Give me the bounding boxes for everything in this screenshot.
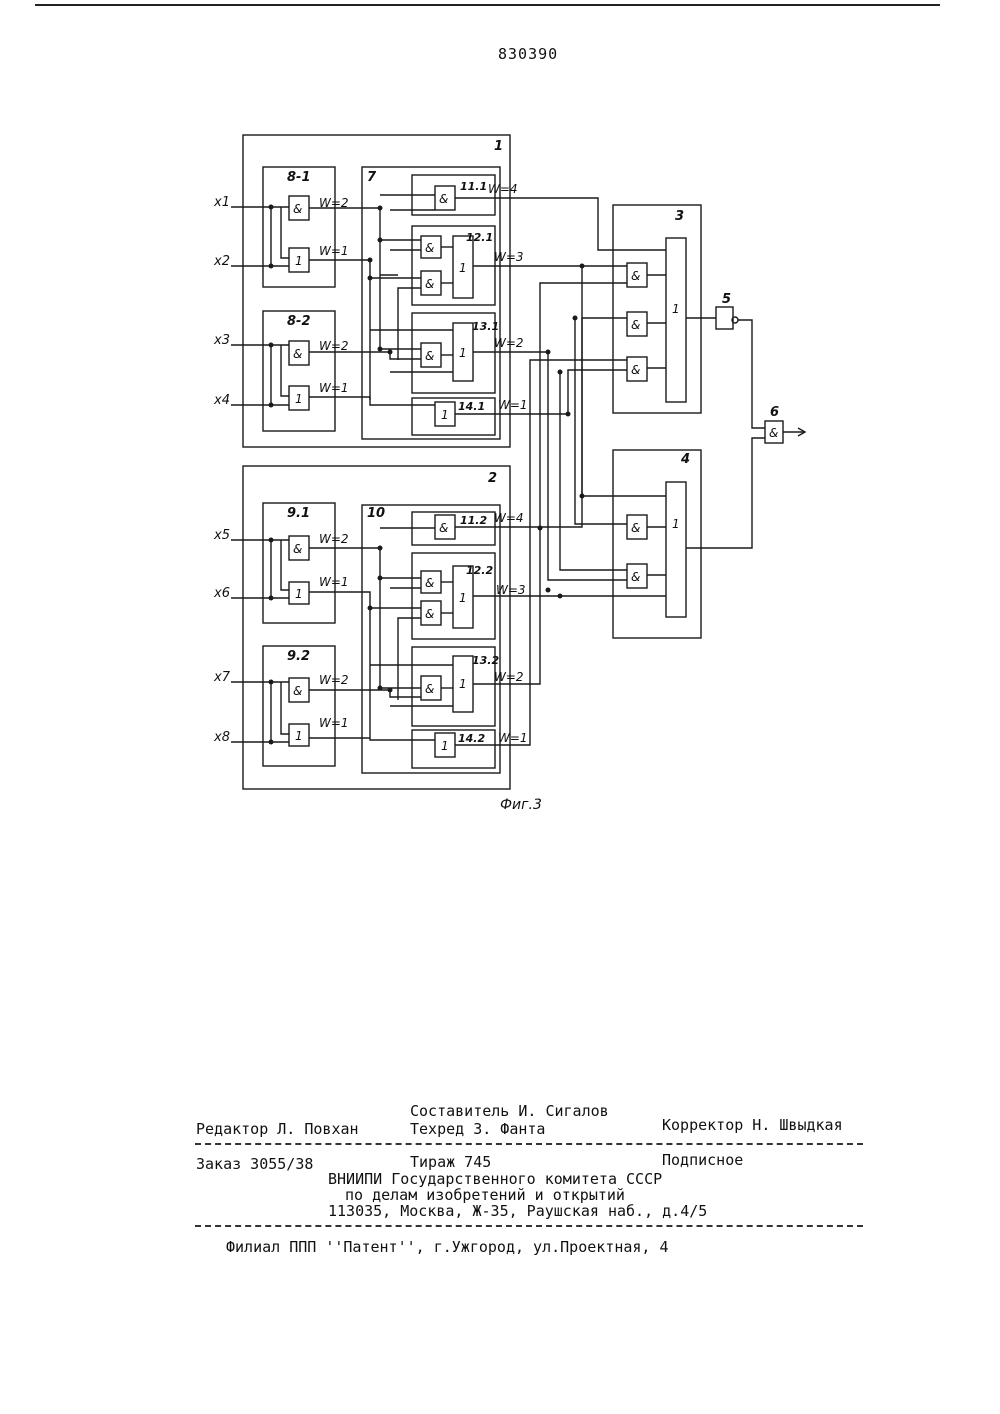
block-8-1: [263, 167, 335, 287]
and-symbol: &: [293, 202, 302, 216]
or-symbol: 1: [441, 408, 449, 422]
block-9-2: [263, 646, 335, 766]
or-symbol: 1: [672, 302, 680, 316]
or-symbol: 1: [441, 739, 449, 753]
or-symbol: 1: [459, 261, 467, 275]
label-block-1: 1: [494, 139, 503, 154]
circuit-diagram: & 1 & 1 & 1 & 1 & & & 1 & 1 1 & & & 1 & …: [0, 0, 1000, 830]
and-symbol: &: [293, 684, 302, 698]
label-block-3: 3: [675, 209, 684, 224]
weight-label: W=2: [494, 670, 524, 684]
and-symbol: &: [425, 682, 434, 696]
weight-label: W=2: [319, 196, 349, 210]
and-symbol: &: [425, 241, 434, 255]
or-symbol: 1: [295, 729, 303, 743]
label-block-12-2: 12.2: [466, 564, 493, 577]
and-symbol: &: [425, 349, 434, 363]
figure-caption: Фиг.3: [500, 797, 542, 813]
weight-label: W=3: [494, 250, 524, 264]
label-block-13-1: 13.1: [472, 320, 499, 333]
and-symbol: &: [425, 607, 434, 621]
weight-label: W=4: [494, 511, 524, 525]
weight-label: W=1: [498, 731, 528, 745]
or-symbol: 1: [672, 517, 680, 531]
label-block-14-2: 14.2: [458, 732, 485, 745]
and-symbol: &: [293, 347, 302, 361]
block-4: [613, 450, 701, 638]
block-8-2: [263, 311, 335, 431]
input-x6: x6: [213, 586, 230, 601]
weight-label: W=2: [319, 532, 349, 546]
label-block-6: 6: [770, 405, 779, 420]
and-symbol: &: [769, 426, 778, 440]
or-symbol: 1: [459, 677, 467, 691]
label-block-13-2: 13.2: [472, 654, 499, 667]
or-symbol: 1: [295, 254, 303, 268]
label-block-7: 7: [367, 170, 377, 185]
label-block-9-1: 9.1: [287, 506, 310, 521]
label-block-12-1: 12.1: [466, 231, 493, 244]
input-x1: x1: [213, 195, 230, 210]
weight-label: W=1: [319, 575, 349, 589]
branch: Филиал ППП ''Патент'', г.Ужгород, ул.Про…: [226, 1238, 669, 1256]
weight-label: W=4: [488, 182, 518, 196]
or-symbol: 1: [295, 587, 303, 601]
weight-label: W=2: [319, 339, 349, 353]
weight-label: W=2: [319, 673, 349, 687]
and-symbol: &: [631, 521, 640, 535]
corrector: Корректор Н. Швыдкая: [662, 1116, 843, 1134]
subscription: Подписное: [662, 1151, 743, 1169]
weight-label: W=2: [494, 336, 524, 350]
block-3: [613, 205, 701, 413]
and-symbol: &: [425, 576, 434, 590]
label-block-8-2: 8-2: [287, 314, 311, 329]
input-x7: x7: [213, 670, 231, 685]
input-x5: x5: [213, 528, 230, 543]
address: 113035, Москва, Ж-35, Раушская наб., д.4…: [328, 1202, 707, 1220]
input-x2: x2: [213, 254, 230, 269]
circulation: Тираж 745: [410, 1153, 491, 1171]
divider: [195, 1143, 863, 1145]
label-block-9-2: 9.2: [287, 649, 310, 664]
and-symbol: &: [439, 192, 448, 206]
divider: [195, 1225, 863, 1227]
block-9-1: [263, 503, 335, 623]
weight-label: W=1: [319, 244, 349, 258]
label-block-4: 4: [680, 452, 690, 467]
editor: Редактор Л. Повхан: [196, 1120, 359, 1138]
and-symbol: &: [425, 277, 434, 291]
input-x3: x3: [213, 333, 230, 348]
label-block-11-1: 11.1: [460, 180, 487, 193]
input-x8: x8: [213, 730, 230, 745]
label-block-2: 2: [488, 471, 497, 486]
or-symbol: 1: [295, 392, 303, 406]
or-symbol: 1: [459, 346, 467, 360]
label-block-11-2: 11.2: [460, 514, 487, 527]
weight-label: W=1: [319, 381, 349, 395]
label-block-10: 10: [367, 506, 385, 521]
and-symbol: &: [439, 521, 448, 535]
weight-label: W=3: [496, 583, 526, 597]
or-symbol: 1: [459, 591, 467, 605]
and-symbol: &: [293, 542, 302, 556]
and-symbol: &: [631, 363, 640, 377]
techred: Техред З. Фанта: [410, 1120, 545, 1138]
order: Заказ 3055/38: [196, 1155, 313, 1173]
label-block-5: 5: [722, 292, 731, 307]
weight-label: W=1: [498, 398, 528, 412]
compiler: Составитель И. Сигалов: [410, 1102, 609, 1120]
and-symbol: &: [631, 570, 640, 584]
label-block-14-1: 14.1: [458, 400, 485, 413]
and-symbol: &: [631, 318, 640, 332]
label-block-8-1: 8-1: [287, 170, 311, 185]
input-x4: x4: [213, 393, 230, 408]
weight-label: W=1: [319, 716, 349, 730]
and-symbol: &: [631, 269, 640, 283]
